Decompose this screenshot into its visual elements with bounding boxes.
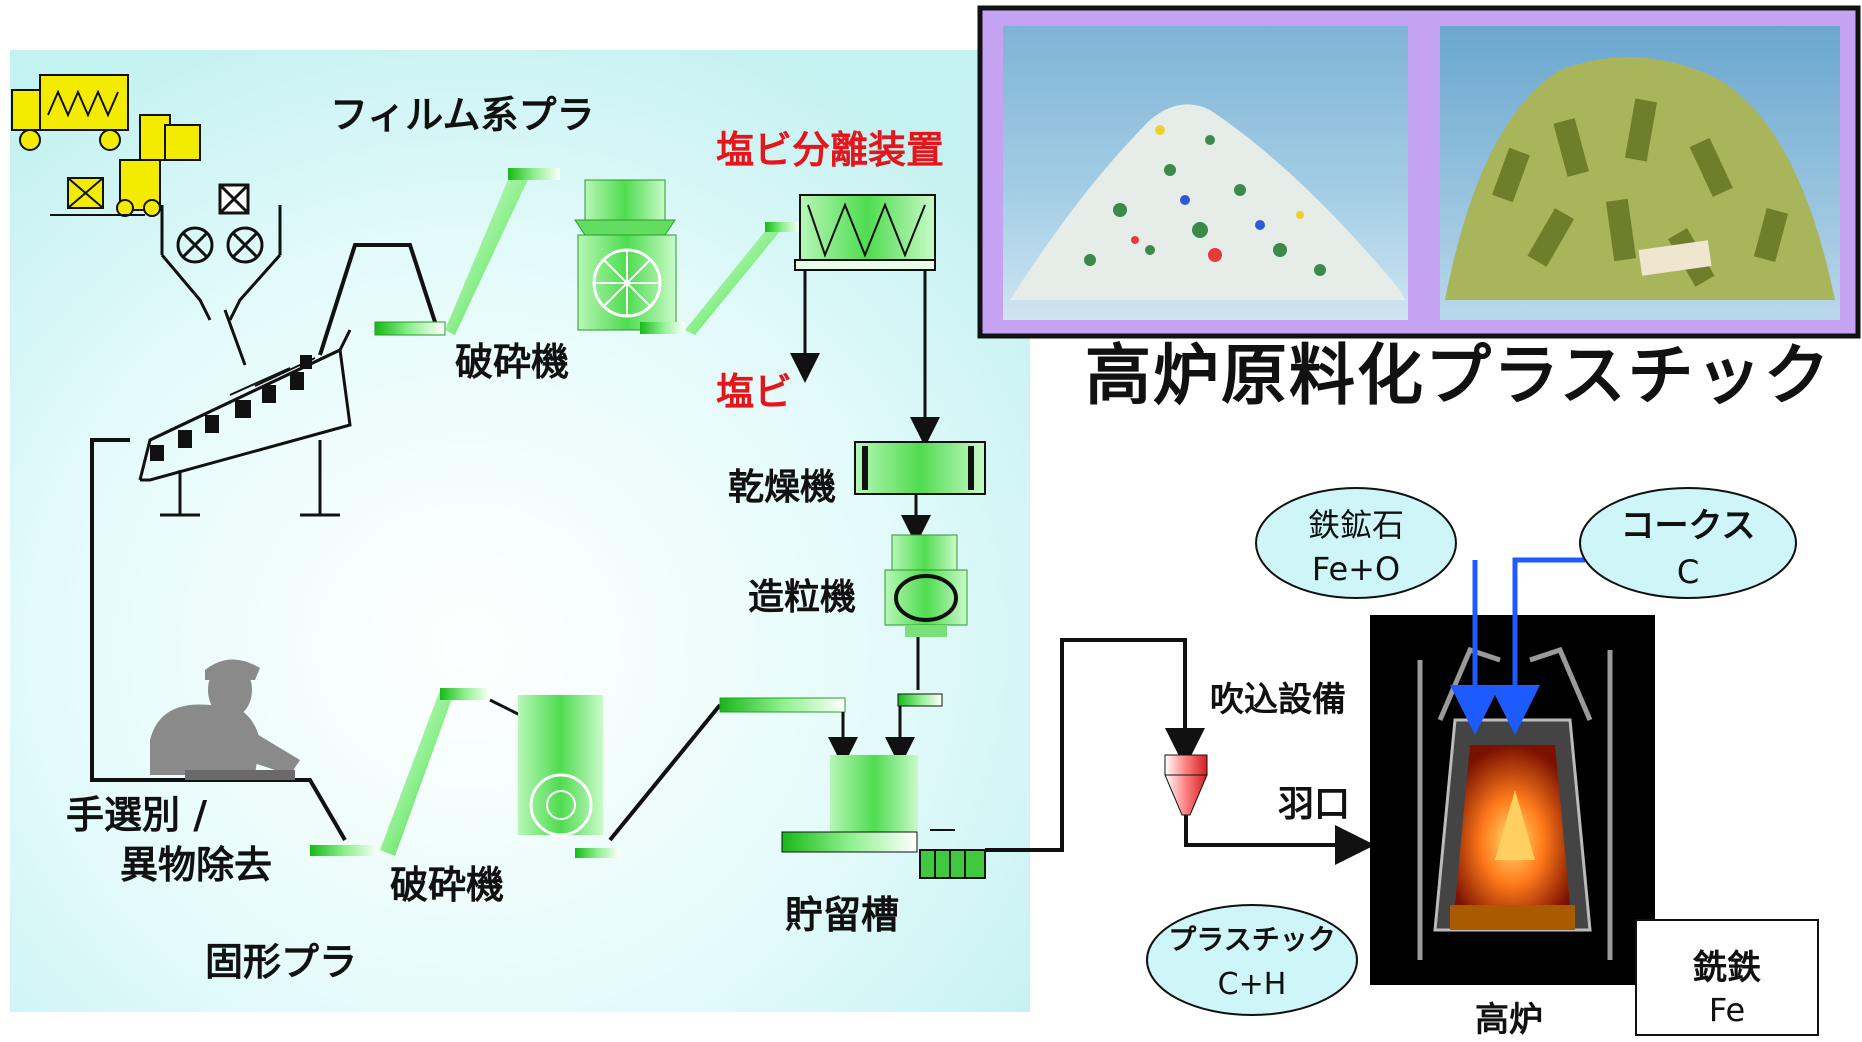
conveyor-head-1: [508, 168, 560, 180]
crusher-bottom-label: 破砕機: [390, 863, 505, 907]
photo-caption: 高炉原料化プラスチック: [1085, 337, 1832, 414]
loader-icon: [50, 114, 201, 217]
conveyor-head-3: [440, 688, 490, 700]
inclined-conveyor-3: [380, 690, 455, 856]
iron-ore-formula: Fe+O: [1311, 550, 1401, 588]
hand-sorting-label-1: 手選別 /: [66, 793, 208, 837]
coke-bubble: [1579, 487, 1797, 599]
inclined-conveyor-1: [445, 175, 530, 335]
crusher-bottom-machine: [518, 695, 620, 858]
storage-tank-label: 貯留槽: [785, 893, 900, 937]
hand-sorting-label-2: 異物除去: [120, 843, 273, 887]
crusher-top-label: 破砕機: [455, 340, 570, 384]
dryer-machine: [854, 441, 986, 495]
photo-frame: [977, 5, 1861, 339]
inclined-conveyor-2: [685, 225, 785, 335]
plastic-formula: C+H: [1217, 967, 1287, 1002]
vibrating-screen: [138, 329, 352, 517]
delivery-truck-icon: [11, 74, 129, 151]
pig-iron-formula: Fe: [1708, 991, 1746, 1029]
pvc-separator-label: 塩ビ分離装置: [716, 128, 945, 172]
shredder-hopper: [160, 183, 282, 366]
coke-arrow: [1490, 557, 1585, 735]
blast-furnace-image: [1370, 615, 1655, 985]
dryer-label: 乾燥機: [728, 467, 837, 508]
belt-feeder-1: [374, 321, 446, 336]
belt-feeder-3: [719, 697, 846, 713]
pvc-label: 塩ビ: [716, 370, 793, 414]
coke-name: コークス: [1620, 506, 1756, 546]
tuyere-arrow: [1184, 815, 1375, 865]
conveyor-head-2: [765, 222, 800, 232]
cyclone-separator: [1164, 754, 1208, 816]
injection-line: [985, 638, 1205, 852]
plastic-bubble: [1146, 904, 1358, 1016]
belt-feeder-2: [310, 845, 380, 856]
pig-iron-box: [1635, 919, 1819, 1036]
sorting-line: [90, 438, 347, 842]
coke-formula: C: [1676, 553, 1700, 591]
crusher-top-machine: [574, 179, 685, 334]
granulator-label: 造粒機: [748, 577, 857, 618]
granulator-machine: [884, 534, 968, 637]
tuyere-label: 羽口: [1278, 784, 1351, 825]
pig-iron-name: 銑鉄: [1693, 948, 1761, 988]
hopper-edge: [489, 698, 521, 717]
conveyor-line-4: [608, 703, 722, 842]
film-plastic-label: フィルム系プラ: [330, 93, 595, 137]
storage-tank-machine: [781, 755, 986, 879]
iron-ore-name: 鉄鉱石: [1307, 506, 1404, 544]
iron-ore-bubble: [1255, 487, 1457, 599]
worker-icon: [150, 659, 300, 775]
conveyor-line-1: [318, 243, 437, 356]
blast-furnace-label: 高炉: [1475, 1000, 1543, 1040]
granulator-feeder: [897, 693, 943, 707]
solid-plastic-label: 固形プラ: [205, 940, 358, 984]
injection-equipment-label: 吹込設備: [1210, 680, 1346, 720]
plastic-name: プラスチック: [1168, 923, 1336, 956]
pvc-separator-machine: [794, 194, 936, 295]
sorting-table: [185, 770, 295, 780]
